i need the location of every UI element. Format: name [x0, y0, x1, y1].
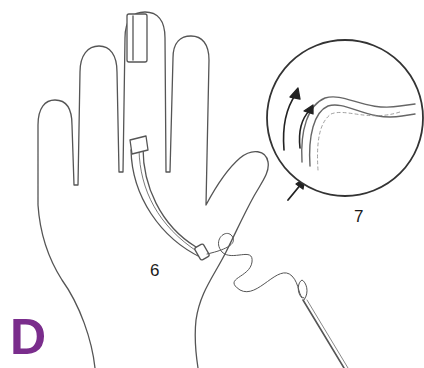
detail-inset — [267, 40, 423, 196]
panel-letter: D — [10, 312, 46, 362]
guide-wire — [207, 233, 304, 298]
tube-cap — [130, 136, 148, 154]
inset-tube — [302, 97, 415, 166]
needle — [303, 300, 344, 368]
tube-connector — [194, 243, 210, 260]
finger-tube — [127, 14, 147, 62]
palm-tube — [131, 148, 202, 258]
callout-number: 6 — [150, 262, 159, 279]
hand-outline — [38, 12, 268, 368]
callout-number: 7 — [354, 208, 363, 225]
flow-arrows — [284, 94, 311, 150]
